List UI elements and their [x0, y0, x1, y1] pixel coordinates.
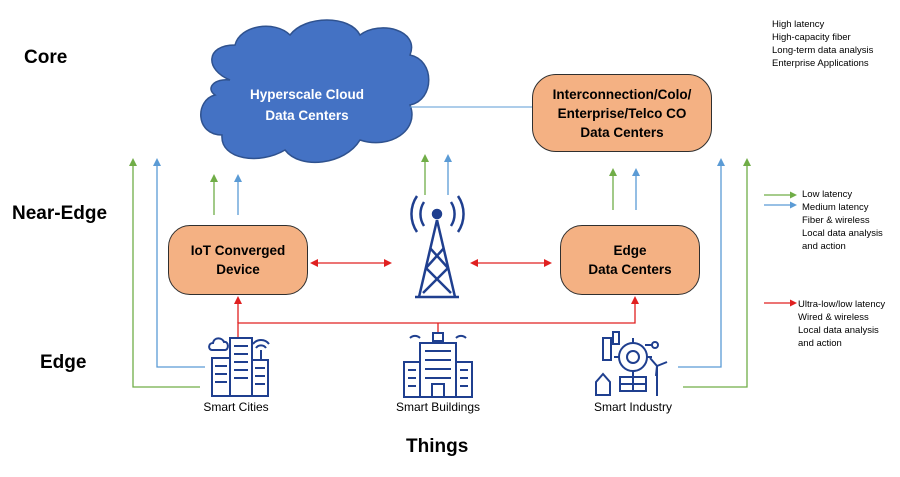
legend-edge-item: Local data analysis — [798, 325, 879, 336]
legend-edge-item: Ultra-low/low latency — [798, 299, 886, 310]
iot-line2: Device — [216, 262, 260, 277]
legend-near-edge: Low latency Medium latency Fiber & wirel… — [802, 188, 883, 253]
legend-edge: Ultra-low/low latency Wired & wireless L… — [798, 298, 885, 350]
legend-core: High latency High-capacity fiber Long-te… — [772, 18, 873, 70]
interconnect-node: Interconnection/Colo/ Enterprise/Telco C… — [532, 74, 712, 152]
interconnect-line1: Interconnection/Colo/ — [552, 86, 692, 102]
legend-near-edge-item: Local data analysis — [802, 228, 883, 239]
cell-tower-icon — [410, 195, 465, 299]
legend-core-item: Long-term data analysis — [772, 45, 874, 56]
legend-edge-item: Wired & wireless — [798, 312, 869, 323]
smart-building-icon — [403, 332, 473, 398]
legend-core-item: High latency — [772, 19, 825, 30]
interconnect-line3: Data Centers — [580, 124, 664, 140]
interconnect-line2: Enterprise/Telco CO — [557, 105, 687, 121]
edge-red-bus — [237, 296, 639, 337]
legend-core-item: Enterprise Applications — [772, 58, 869, 69]
industry-core-arrow-green — [683, 158, 751, 388]
edge-dc-node: Edge Data Centers — [560, 225, 700, 295]
cities-core-arrow-blue — [153, 158, 205, 368]
edge-dc-line1: Edge — [613, 243, 647, 258]
cloud-icon — [200, 19, 430, 164]
tier-edge-label: Edge — [40, 352, 87, 373]
cities-core-arrow-green — [129, 158, 200, 388]
smart-industry-label: Smart Industry — [593, 400, 673, 414]
things-label: Things — [406, 436, 469, 457]
smart-city-icon — [208, 337, 270, 397]
edge-dc-line2: Data Centers — [588, 262, 672, 277]
smart-buildings-label: Smart Buildings — [395, 400, 481, 414]
iot-line1: IoT Converged — [190, 243, 286, 258]
legend-near-edge-item: Low latency — [802, 189, 853, 200]
legend-edge-arrow — [764, 299, 797, 307]
industry-core-arrow-blue — [678, 158, 725, 368]
tier-near-edge-label: Near-Edge — [12, 203, 108, 224]
legend-near-edge-item: Fiber & wireless — [802, 215, 870, 226]
cloud-line2: Data Centers — [265, 108, 349, 123]
legend-near-edge-item: Medium latency — [802, 202, 869, 213]
legend-near-edge-arrows — [764, 191, 797, 209]
cloud-line1: Hyperscale Cloud — [249, 87, 365, 102]
smart-cities-label: Smart Cities — [203, 400, 269, 414]
tier-core-label: Core — [24, 47, 68, 68]
legend-edge-item: and action — [798, 338, 842, 349]
legend-near-edge-item: and action — [802, 241, 846, 252]
cloud-node: Hyperscale Cloud Data Centers — [232, 84, 382, 126]
legend-core-item: High-capacity fiber — [772, 32, 851, 43]
smart-industry-icon — [595, 331, 668, 396]
iot-node: IoT Converged Device — [168, 225, 308, 295]
